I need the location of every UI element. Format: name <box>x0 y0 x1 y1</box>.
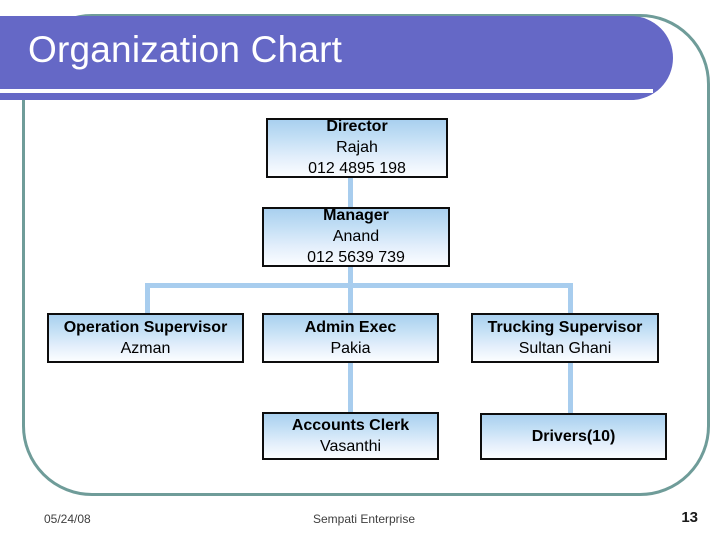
org-node-drivers[interactable]: Drivers(10) <box>480 413 667 460</box>
footer-company: Sempati Enterprise <box>312 512 416 526</box>
org-node-person: Pakia <box>330 339 371 357</box>
org-node-role: Drivers(10) <box>531 427 616 445</box>
footer-page-number: 13 <box>681 509 698 526</box>
connector-bus-trucking <box>568 283 573 315</box>
connector-manager-bus <box>145 283 573 288</box>
org-node-accounts-clerk[interactable]: Accounts Clerk Vasanthi <box>262 412 439 460</box>
connector-manager-trunk <box>348 267 353 315</box>
title-underline-rule <box>0 89 653 93</box>
org-node-role: Accounts Clerk <box>291 416 410 434</box>
org-node-person: Vasanthi <box>319 437 382 455</box>
footer-date: 05/24/08 <box>44 512 91 526</box>
page-title: Organization Chart <box>28 29 343 70</box>
title-banner <box>0 16 673 100</box>
connector-director-manager <box>348 178 353 210</box>
org-node-operation-supervisor[interactable]: Operation Supervisor Azman <box>47 313 244 363</box>
org-node-admin-exec[interactable]: Admin Exec Pakia <box>262 313 439 363</box>
org-node-role: Director <box>326 118 388 135</box>
org-node-phone: 012 5639 739 <box>307 249 405 266</box>
org-node-person: Rajah <box>336 139 378 156</box>
org-node-person: Sultan Ghani <box>518 339 612 357</box>
connector-trucking-drivers <box>568 362 573 420</box>
connector-admin-accounts <box>348 362 353 416</box>
connector-bus-operation <box>145 283 150 315</box>
org-node-role: Trucking Supervisor <box>487 318 643 336</box>
org-node-role: Manager <box>323 207 389 224</box>
org-node-role: Admin Exec <box>304 318 397 336</box>
org-node-manager[interactable]: Manager Anand 012 5639 739 <box>262 207 450 267</box>
org-node-director[interactable]: Director Rajah 012 4895 198 <box>266 118 448 178</box>
org-node-trucking-supervisor[interactable]: Trucking Supervisor Sultan Ghani <box>471 313 659 363</box>
org-node-phone: 012 4895 198 <box>308 160 406 177</box>
org-node-person: Azman <box>120 339 171 357</box>
org-node-person: Anand <box>332 228 380 245</box>
org-node-role: Operation Supervisor <box>63 318 228 336</box>
